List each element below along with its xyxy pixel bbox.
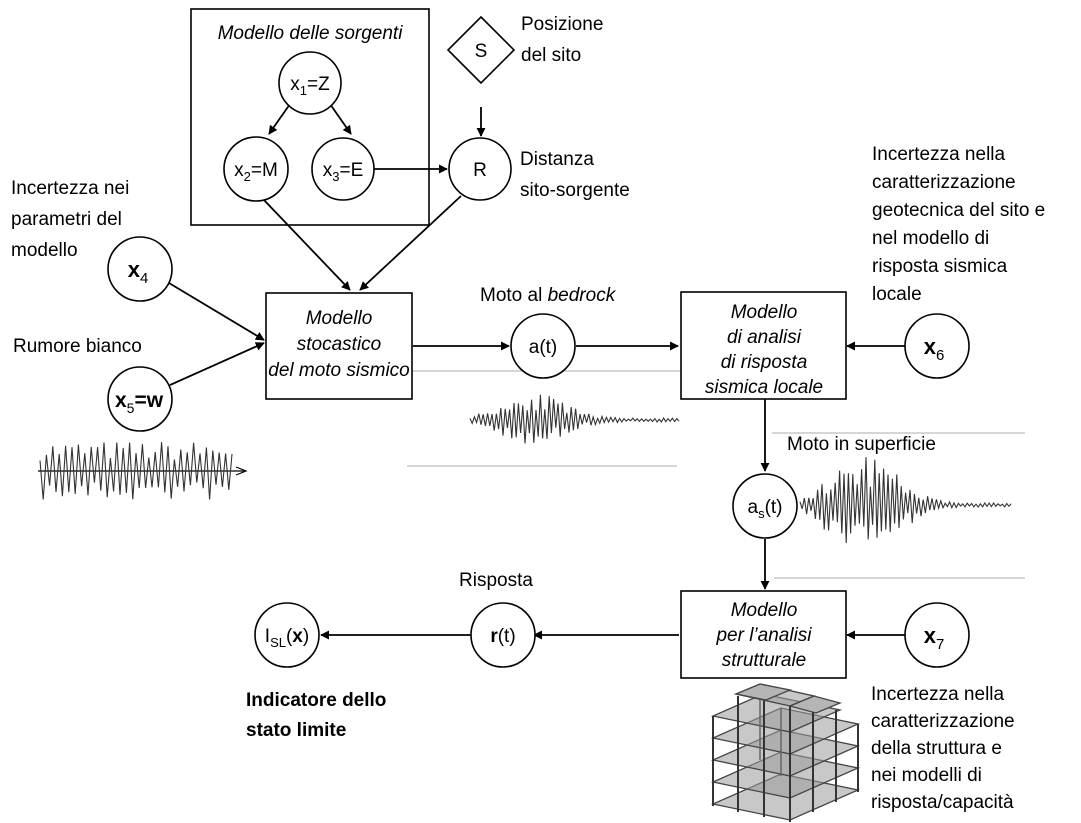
node-at-label: a(t) — [529, 337, 558, 358]
node-x4 — [107, 236, 173, 302]
node-x3 — [311, 137, 375, 201]
node-at — [510, 313, 576, 379]
node-x7-label: x7 — [924, 623, 945, 653]
edge-x1-x3 — [329, 103, 352, 135]
edge-x1-x2 — [268, 103, 291, 135]
node-x6-label: x6 — [924, 334, 945, 364]
local-response-model-box — [680, 291, 847, 400]
source-model-title: Modello delle sorgenti — [218, 23, 404, 44]
node-x2-label: x2=M — [234, 160, 278, 184]
node-as — [732, 473, 798, 539]
node-rt-label: r(t) — [490, 626, 515, 647]
stochastic-model-box — [265, 292, 413, 400]
node-x4-label: x4 — [128, 257, 149, 287]
bedrock-accelerogram-icon — [469, 394, 680, 444]
node-isl — [254, 602, 320, 668]
node-x5 — [107, 366, 173, 432]
edge-x5-model — [169, 342, 265, 386]
edge-x2-model — [262, 198, 351, 291]
surface-label: Moto in superficie — [787, 434, 936, 455]
node-x6 — [904, 313, 970, 379]
node-s-diamond — [446, 15, 516, 85]
response-label: Risposta — [459, 570, 533, 591]
edge-x4-model — [168, 282, 265, 341]
node-s-label: S — [475, 41, 488, 62]
building-frame-icon — [710, 683, 861, 822]
node-x1 — [278, 51, 342, 115]
node-as-label: as(t) — [747, 497, 782, 521]
surface-accelerogram-icon — [799, 457, 1012, 544]
structural-model-box — [680, 590, 847, 679]
node-r — [448, 137, 512, 201]
node-x5-label: x5=w — [115, 389, 164, 416]
node-rt — [470, 602, 536, 668]
white-noise-label: Rumore bianco — [13, 336, 142, 357]
node-x7 — [904, 602, 970, 668]
node-x1-label: x1=Z — [290, 74, 330, 98]
edge-r-model — [359, 195, 462, 291]
node-isl-label: ISL(x) — [265, 626, 309, 650]
white-noise-signal-icon — [38, 442, 248, 500]
node-r-label: R — [473, 160, 487, 181]
node-x2 — [223, 136, 289, 202]
node-x3-label: x3=E — [323, 160, 364, 184]
bedrock-label: Moto al bedrock — [480, 285, 617, 306]
